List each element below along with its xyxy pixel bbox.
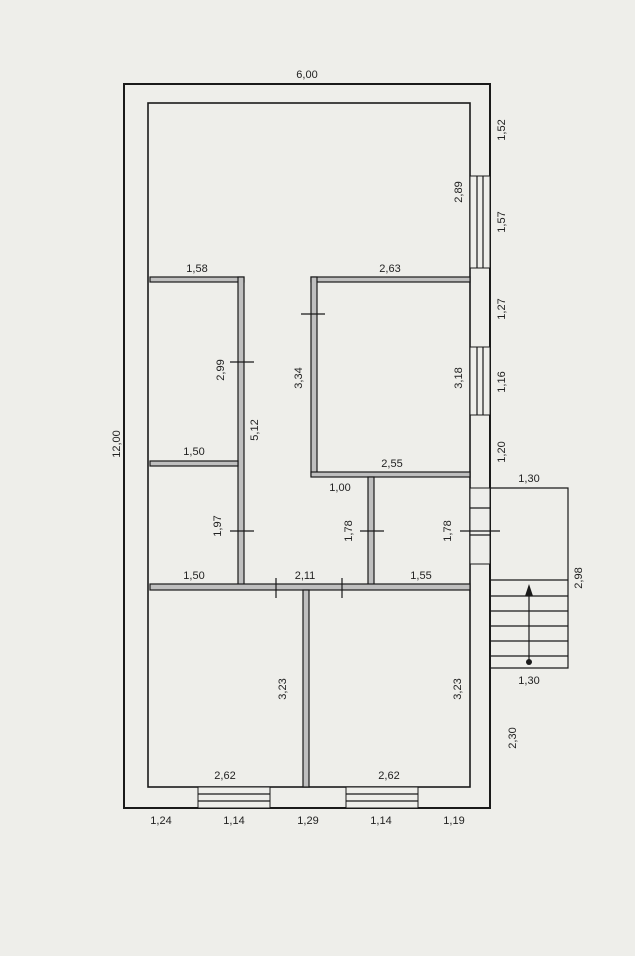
dim-window-lower-height: 3,18 [453, 367, 465, 388]
dim-bottom-4: 1,14 [370, 815, 391, 827]
dim-porch-top-width: 1,30 [518, 473, 539, 485]
partition-top-right-vertical [310, 276, 318, 477]
dim-porch-bottom-width: 1,30 [518, 675, 539, 687]
partition-mid-left-horizontal [149, 460, 239, 467]
dim-bottom-left-height: 3,23 [277, 678, 289, 699]
entrance-door [469, 487, 491, 565]
dim-right-6: 2,30 [507, 727, 519, 748]
door-marks [230, 313, 500, 598]
dim-bottom-right-height: 3,23 [452, 678, 464, 699]
window-right-upper [469, 175, 491, 269]
window-right-lower [469, 346, 491, 416]
dim-top-left-width: 1,58 [186, 263, 207, 275]
dim-hall-right-height: 1,78 [442, 520, 454, 541]
dim-right-1: 1,52 [496, 119, 508, 140]
dim-bottom-3: 1,29 [297, 815, 318, 827]
dim-right-2: 1,57 [496, 211, 508, 232]
outer-wall-outline [123, 83, 491, 809]
dim-outer-height: 12,00 [111, 430, 123, 458]
partition-top-left-horizontal [149, 276, 245, 283]
dim-corridor-width: 2,11 [295, 570, 316, 582]
dim-top-left-height: 2,99 [215, 359, 227, 380]
dim-mid-left-width: 1,50 [183, 446, 204, 458]
dim-right-4: 1,16 [496, 371, 508, 392]
partition-left-vertical [237, 276, 245, 586]
dim-bottom-left-width: 2,62 [214, 770, 235, 782]
partition-top-right-horizontal [310, 276, 471, 283]
window-bottom-right [345, 786, 419, 809]
dim-window-upper-height: 2,89 [453, 181, 465, 202]
dim-right-5: 1,20 [496, 441, 508, 462]
dim-outer-width: 6,00 [296, 69, 317, 81]
partition-middle-horizontal [149, 583, 471, 591]
window-bottom-left [197, 786, 271, 809]
dim-left-partition-height: 5,12 [249, 419, 261, 440]
stair-arrow-icon [525, 584, 533, 596]
partition-hall-top [310, 471, 471, 478]
dim-corridor-opening: 1,00 [329, 482, 350, 494]
dim-bottom-5: 1,19 [443, 815, 464, 827]
dim-hall-left-height: 1,78 [343, 520, 355, 541]
dim-lower-left-width: 1,50 [183, 570, 204, 582]
dim-top-right-height: 3,34 [293, 367, 305, 388]
dim-hall-bottom-width: 1,55 [410, 570, 431, 582]
dim-bottom-1: 1,24 [150, 815, 171, 827]
dim-top-right-width: 2,63 [379, 263, 400, 275]
dim-mid-left-height: 1,97 [212, 515, 224, 536]
dim-porch-height: 2,98 [573, 567, 585, 588]
dim-bottom-2: 1,14 [223, 815, 244, 827]
porch [490, 487, 569, 669]
dim-bottom-right-width: 2,62 [378, 770, 399, 782]
dim-hall-width: 2,55 [381, 458, 402, 470]
partition-bottom-vertical [302, 589, 310, 788]
dim-right-3: 1,27 [496, 298, 508, 319]
